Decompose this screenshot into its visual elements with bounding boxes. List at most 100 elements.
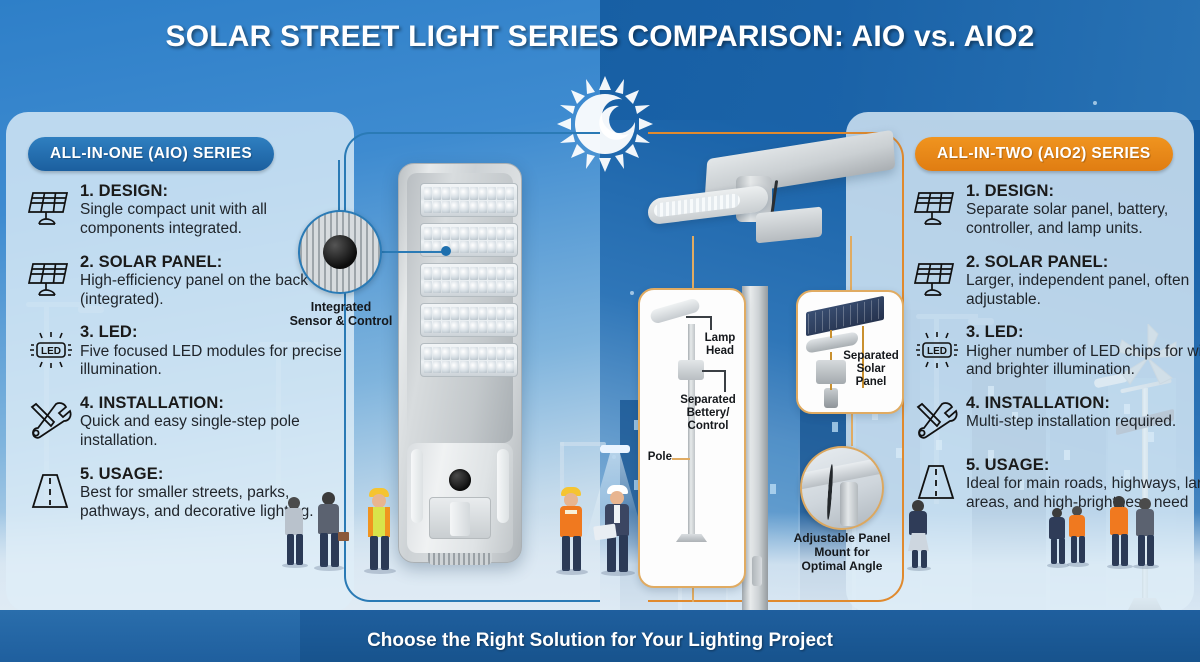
aio-sensor-dot [449, 469, 471, 491]
road-icon [26, 465, 80, 511]
decorative-dot [630, 291, 634, 295]
feature-heading: 1. DESIGN: [966, 182, 1055, 200]
led-icon: LED [912, 323, 966, 371]
feature-body: Higher number of LED chips for wider and… [966, 342, 1200, 379]
background-top-band [600, 0, 1200, 120]
aio-feature-led: LED 3. LED: Five focused LED modules for… [26, 323, 346, 380]
aio-feature-installation: 4. INSTALLATION: Quick and easy single-s… [26, 394, 346, 451]
led-icon: LED [26, 323, 80, 371]
separated-solar-panel-label: Separated Solar Panel [840, 350, 902, 389]
aio-feature-design: 1. DESIGN: Single compact unit with all … [26, 182, 346, 239]
road-icon [912, 456, 966, 502]
mount-label-line3: Optimal Angle [801, 558, 883, 573]
solar-panel-icon [26, 182, 80, 228]
aio2-feature-solar-panel: 2. SOLAR PANEL: Larger, independent pane… [912, 253, 1200, 310]
feature-heading: 2. SOLAR PANEL: [80, 252, 223, 271]
svg-text:LED: LED [41, 346, 61, 357]
exploded-panel-art [806, 295, 884, 337]
mount-bubble-connector [851, 414, 853, 446]
solar-label-line3: Panel [855, 375, 887, 388]
person-pair-right-b [1130, 498, 1162, 574]
solar-label-line2: Solar [856, 362, 886, 375]
integrated-sensor-label: Integrated Sensor & Control [278, 300, 404, 329]
sensor-label-line2: Sensor & Control [289, 314, 393, 329]
aio2-feature-list: 1. DESIGN: Separate solar panel, battery… [912, 182, 1200, 527]
aio2-frame-bottom-connector [692, 588, 694, 602]
person-worker-left [360, 488, 400, 574]
mount-label-line2: Mount for [814, 544, 870, 559]
footer-band-left [0, 610, 300, 662]
solar-panel-icon [912, 253, 966, 299]
adjustable-mount-label: Adjustable Panel Mount for Optimal Angle [778, 531, 906, 573]
lamp-head-label-line2: Head [705, 344, 735, 357]
person-pedestrian-right [902, 500, 936, 574]
aio-feature-list: 1. DESIGN: Single compact unit with all … [26, 182, 346, 535]
mini-lamp-head-art [649, 297, 701, 325]
aio2-feature-usage: 5. USAGE: Ideal for main roads, highways… [912, 456, 1200, 513]
feature-body: Five focused LED modules for precise ill… [80, 342, 342, 379]
mini-pole-art [688, 324, 695, 534]
feature-heading: 4. INSTALLATION: [966, 393, 1110, 412]
aio-feature-solar-panel: 2. SOLAR PANEL: High-efficiency panel on… [26, 253, 346, 310]
aio2-battery-box-art [756, 206, 822, 244]
pole-label-text: Pole [647, 451, 672, 463]
feature-body: Quick and easy single-step pole installa… [80, 413, 300, 450]
adjustable-mount-zoom-bubble [800, 446, 884, 530]
tools-icon [26, 394, 80, 442]
feature-heading: 4. INSTALLATION: [80, 393, 224, 412]
aio2-feature-installation: 4. INSTALLATION: Multi-step installation… [912, 394, 1200, 442]
separated-battery-label: Separated Bettery/ Control [670, 394, 746, 433]
lamp-head-label: Lamp Head [696, 332, 744, 358]
feature-heading: 2. SOLAR PANEL: [966, 252, 1109, 271]
feature-body: Separate solar panel, battery, controlle… [966, 201, 1169, 238]
mini-battery-art [678, 360, 704, 380]
sensor-label-line1: Integrated [310, 300, 372, 314]
aio-feature-usage: 5. USAGE: Best for smaller streets, park… [26, 465, 346, 522]
aio-series-badge[interactable]: ALL-IN-ONE (AIO) SERIES [28, 137, 275, 171]
aio2-feature-led: LED 3. LED: Higher number of LED chips f… [912, 323, 1200, 380]
battery-label-line2: Bettery/ [686, 406, 730, 419]
decorative-dot [1093, 101, 1097, 105]
feature-heading: 3. LED: [966, 323, 1024, 342]
exploded-battery-art [816, 360, 846, 384]
aio-pole-bracket [429, 497, 491, 539]
aio2-product-image [640, 129, 910, 662]
integrated-sensor-zoom-bubble [298, 210, 382, 294]
sensor-leader-line-h [380, 251, 446, 253]
sensor-leader-dot [441, 246, 451, 256]
aio2-pole-art [742, 286, 768, 662]
feature-body: Ideal for main roads, highways, larger a… [966, 475, 1200, 512]
person-pair-center-a [1044, 508, 1072, 572]
person-worker-center [552, 487, 592, 575]
decorative-dot [612, 455, 616, 459]
mini-pole-base-art [676, 534, 707, 542]
feature-body: Multi-step installation required. [966, 413, 1177, 431]
feature-body: Best for smaller streets, parks, pathway… [80, 484, 314, 520]
page-title: SOLAR STREET LIGHT SERIES COMPARISON: AI… [165, 20, 1035, 53]
pole-detail-card: Lamp Head Separated Bettery/ Control Pol… [638, 288, 746, 588]
battery-label-line1: Separated [680, 394, 736, 406]
person-pair-right-a [1104, 496, 1136, 574]
solar-label-line1: Separated [843, 350, 899, 362]
aio2-series-badge[interactable]: ALL-IN-TWO (AIO2) SERIES [915, 137, 1173, 171]
aio-center-frame [344, 132, 600, 602]
feature-body: Larger, independent panel, often adjusta… [966, 272, 1190, 308]
person-pair-center-b [1064, 506, 1092, 572]
feature-heading: 3. LED: [80, 323, 138, 342]
feature-heading: 5. USAGE: [80, 464, 164, 483]
aio-frame-elbow-v [338, 160, 340, 212]
person-pedestrian-left [278, 497, 312, 573]
exploded-cell-art [824, 388, 838, 408]
feature-body: High-efficiency panel on the back (integ… [80, 272, 309, 308]
pole-label: Pole [640, 451, 672, 464]
svg-text:LED: LED [927, 346, 947, 357]
separated-solar-panel-card: Separated Solar Panel [796, 290, 904, 414]
solar-panel-icon [26, 253, 80, 299]
mount-label-line1: Adjustable Panel [793, 531, 891, 545]
battery-label-line3: Control [687, 419, 729, 432]
person-engineer-center [593, 485, 640, 577]
tools-icon [912, 394, 966, 442]
footer-cta: Choose the Right Solution for Your Light… [367, 630, 833, 651]
person-businessman-left [310, 492, 349, 574]
